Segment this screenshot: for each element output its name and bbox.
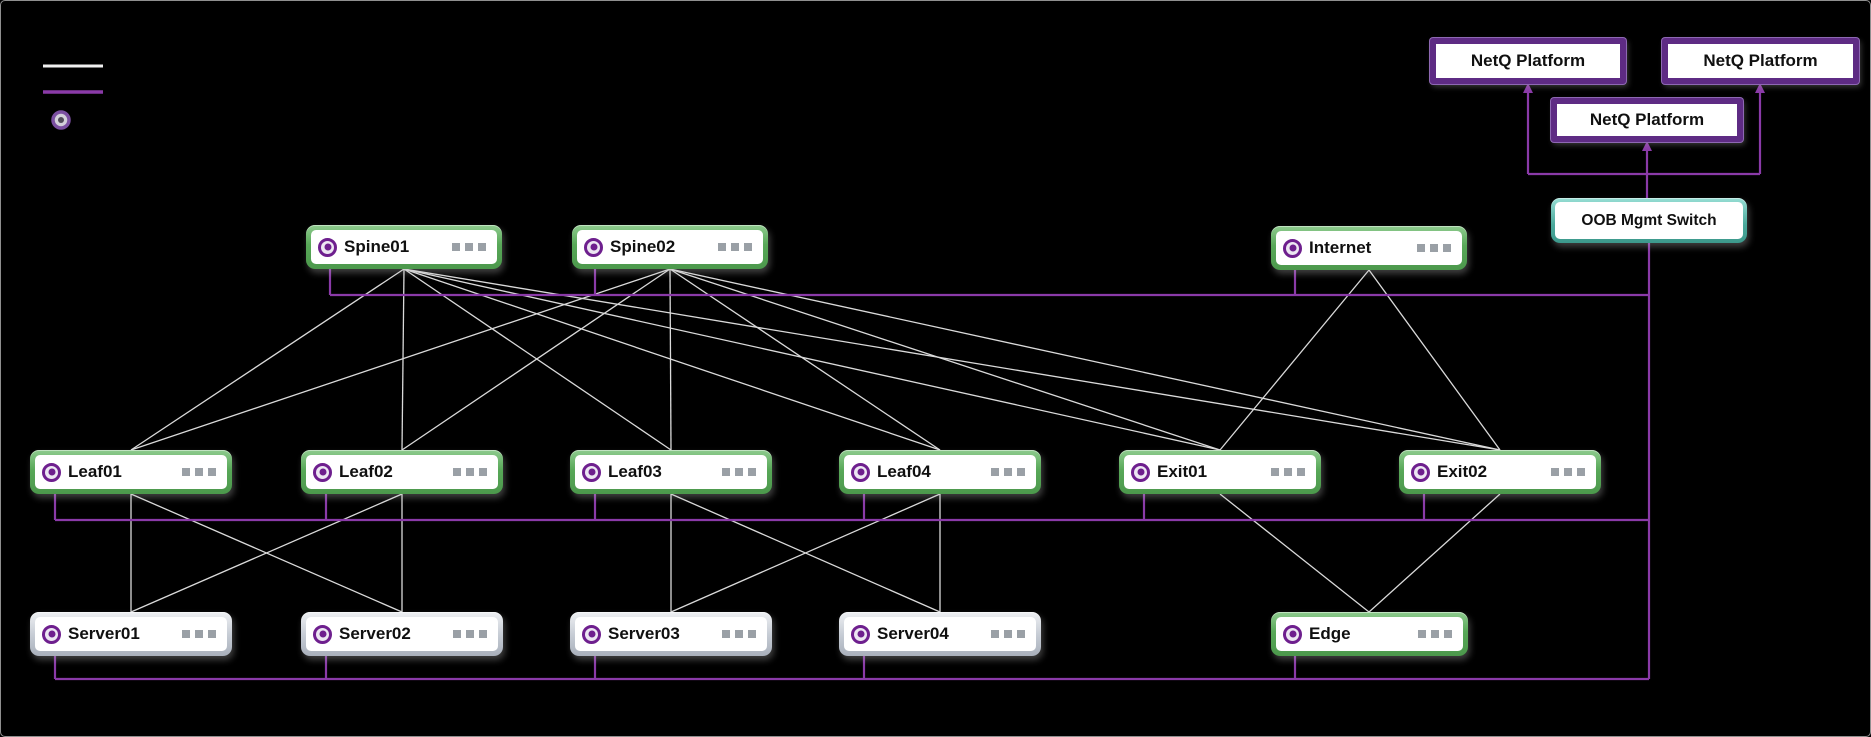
node-exit01[interactable]: Exit01 bbox=[1119, 450, 1321, 494]
node-body: Leaf04 bbox=[844, 455, 1036, 489]
node-label: Internet bbox=[1309, 238, 1372, 257]
node-leaf01[interactable]: Leaf01 bbox=[30, 450, 232, 494]
device-icon bbox=[1283, 238, 1302, 258]
node-body: Spine02 bbox=[577, 230, 763, 264]
node-body: Leaf02 bbox=[306, 455, 498, 489]
netq-uplink-arrows bbox=[1523, 83, 1765, 198]
node-body: Spine01 bbox=[311, 230, 497, 264]
ports-icon bbox=[1551, 468, 1589, 476]
device-icon bbox=[313, 462, 332, 482]
ports-icon bbox=[452, 243, 490, 251]
ports-icon bbox=[182, 630, 220, 638]
node-leaf02[interactable]: Leaf02 bbox=[301, 450, 503, 494]
node-label: Spine02 bbox=[610, 237, 676, 256]
device-icon bbox=[1283, 624, 1302, 644]
ports-icon bbox=[1417, 244, 1455, 252]
device-icon bbox=[1411, 462, 1430, 482]
node-body: Server04 bbox=[844, 617, 1036, 651]
node-label: Exit02 bbox=[1437, 462, 1488, 481]
node-body: Leaf01 bbox=[35, 455, 227, 489]
ports-icon bbox=[1418, 630, 1456, 638]
node-label: Server03 bbox=[608, 624, 680, 643]
node-server04[interactable]: Server04 bbox=[839, 612, 1041, 656]
ports-icon bbox=[453, 630, 491, 638]
node-netq-platform-1[interactable]: NetQ Platform bbox=[1430, 38, 1626, 84]
node-server02[interactable]: Server02 bbox=[301, 612, 503, 656]
ports-icon bbox=[722, 630, 760, 638]
device-icon bbox=[1131, 462, 1150, 482]
device-icon bbox=[318, 237, 337, 257]
node-label: Leaf01 bbox=[68, 462, 122, 481]
node-body: Server01 bbox=[35, 617, 227, 651]
node-label: Spine01 bbox=[344, 237, 410, 256]
node-oob-mgmt-switch[interactable]: OOB Mgmt Switch bbox=[1551, 198, 1747, 243]
node-label: Server04 bbox=[877, 624, 949, 643]
node-body: Internet bbox=[1276, 231, 1462, 265]
node-netq-platform-2[interactable]: NetQ Platform bbox=[1662, 38, 1859, 84]
device-icon bbox=[42, 462, 61, 482]
node-label: Server02 bbox=[339, 624, 411, 643]
node-body: Exit02 bbox=[1404, 455, 1596, 489]
node-label: Server01 bbox=[68, 624, 140, 643]
device-icon bbox=[582, 624, 601, 644]
ports-icon bbox=[182, 468, 220, 476]
ports-icon bbox=[722, 468, 760, 476]
legend bbox=[43, 64, 103, 130]
ports-icon bbox=[453, 468, 491, 476]
node-body: OOB Mgmt Switch bbox=[1555, 202, 1743, 239]
device-icon bbox=[582, 462, 601, 482]
node-spine02[interactable]: Spine02 bbox=[572, 225, 768, 269]
node-label: OOB Mgmt Switch bbox=[1581, 211, 1717, 229]
node-spine01[interactable]: Spine01 bbox=[306, 225, 502, 269]
node-label: Exit01 bbox=[1157, 462, 1208, 481]
node-label: NetQ Platform bbox=[1470, 51, 1586, 70]
device-icon bbox=[42, 624, 61, 644]
ports-icon bbox=[718, 243, 756, 251]
node-label: NetQ Platform bbox=[1589, 110, 1705, 129]
node-body: Leaf03 bbox=[575, 455, 767, 489]
node-body: Server03 bbox=[575, 617, 767, 651]
node-label: Leaf02 bbox=[339, 462, 393, 481]
device-icon bbox=[313, 624, 332, 644]
ports-icon bbox=[991, 468, 1029, 476]
node-label: Leaf04 bbox=[877, 462, 931, 481]
node-label: Leaf03 bbox=[608, 462, 662, 481]
node-leaf04[interactable]: Leaf04 bbox=[839, 450, 1041, 494]
node-body: Server02 bbox=[306, 617, 498, 651]
node-internet[interactable]: Internet bbox=[1271, 226, 1467, 270]
device-icon bbox=[851, 624, 870, 644]
management-links bbox=[53, 243, 1651, 681]
device-icon bbox=[584, 237, 603, 257]
data-links bbox=[130, 268, 1501, 613]
node-exit02[interactable]: Exit02 bbox=[1399, 450, 1601, 494]
node-body: Edge bbox=[1276, 617, 1463, 651]
node-edge[interactable]: Edge bbox=[1271, 612, 1468, 656]
node-label: Edge bbox=[1309, 624, 1351, 643]
ports-icon bbox=[991, 630, 1029, 638]
node-netq-platform-3[interactable]: NetQ Platform bbox=[1551, 98, 1743, 142]
node-server03[interactable]: Server03 bbox=[570, 612, 772, 656]
node-body: Exit01 bbox=[1124, 455, 1316, 489]
node-server01[interactable]: Server01 bbox=[30, 612, 232, 656]
ports-icon bbox=[1271, 468, 1309, 476]
node-leaf03[interactable]: Leaf03 bbox=[570, 450, 772, 494]
node-label: NetQ Platform bbox=[1703, 51, 1818, 70]
device-icon bbox=[851, 462, 870, 482]
